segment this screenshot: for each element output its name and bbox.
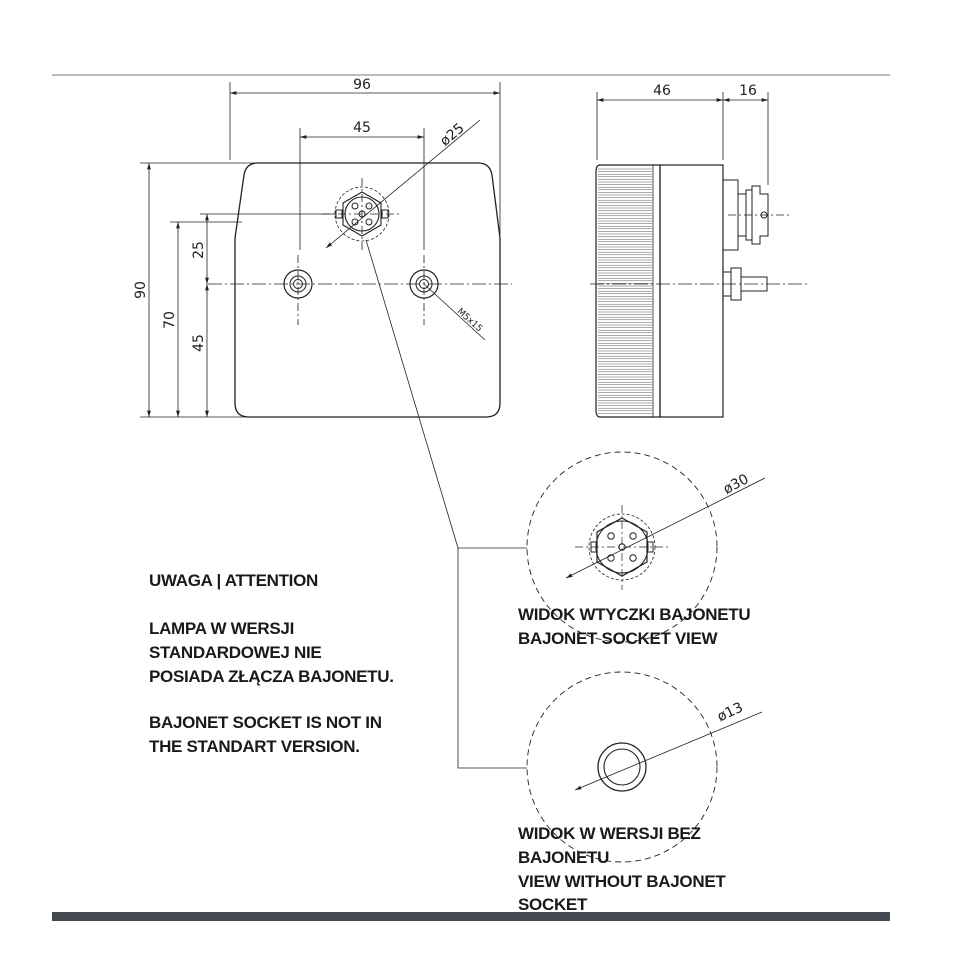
detail-leader — [365, 239, 527, 769]
right-mounting-stud — [409, 269, 439, 299]
dim-height-mount: 70 — [162, 311, 178, 329]
dim-lower-offset: 45 — [191, 334, 207, 352]
plain-view-label-en-2: SOCKET — [518, 895, 588, 914]
socket-detail-view — [526, 451, 766, 643]
left-mounting-stud — [283, 269, 313, 299]
dim-upper-offset: 25 — [191, 241, 207, 259]
socket-view-label-pl: WIDOK WTYCZKI BAJONETU — [518, 605, 751, 624]
dim-depth-body: 46 — [653, 83, 671, 99]
bayonet-connector — [334, 186, 390, 242]
lamp-body-side — [659, 164, 724, 418]
lens-ribs — [598, 168, 652, 414]
plain-view-label-pl-2: BAJONETU — [518, 848, 610, 867]
attention-title: UWAGA | ATTENTION — [149, 571, 319, 590]
dim-socket-diameter: ø30 — [721, 471, 752, 498]
ribbed-lens — [595, 164, 661, 418]
side-view — [590, 164, 810, 418]
dim-connector-spacing: 45 — [353, 120, 371, 136]
front-view — [208, 162, 512, 418]
dim-height-overall: 90 — [133, 281, 149, 299]
dim-connector-diameter: ø25 — [437, 120, 468, 149]
front-dimensions — [140, 82, 501, 418]
bottom-frame-bar — [52, 912, 890, 921]
side-dimensions — [596, 92, 769, 185]
socket-view-label-en: BAJONET SOCKET VIEW — [518, 629, 718, 648]
polish-note-line-1: LAMPA W WERSJI — [149, 619, 295, 638]
polish-note-line-3: POSIADA ZŁĄCZA BAJONETU. — [149, 667, 394, 686]
dim-depth-plug: 16 — [739, 83, 757, 99]
plain-view-label-pl-1: WIDOK W WERSJI BEZ — [518, 824, 701, 843]
polish-note-line-2: STANDARDOWEJ NIE — [149, 643, 322, 662]
plain-detail-view — [526, 671, 763, 863]
english-note-line-2: THE STANDART VERSION. — [149, 737, 360, 756]
lamp-housing-outline — [234, 162, 501, 418]
dim-hole-diameter: ø13 — [715, 700, 746, 726]
plain-view-label-en-1: VIEW WITHOUT BAJONET — [518, 872, 726, 891]
english-note-line-1: BAJONET SOCKET IS NOT IN — [149, 713, 382, 732]
dim-width-overall: 96 — [353, 77, 371, 93]
dim-thread: M5x15 — [455, 307, 484, 335]
